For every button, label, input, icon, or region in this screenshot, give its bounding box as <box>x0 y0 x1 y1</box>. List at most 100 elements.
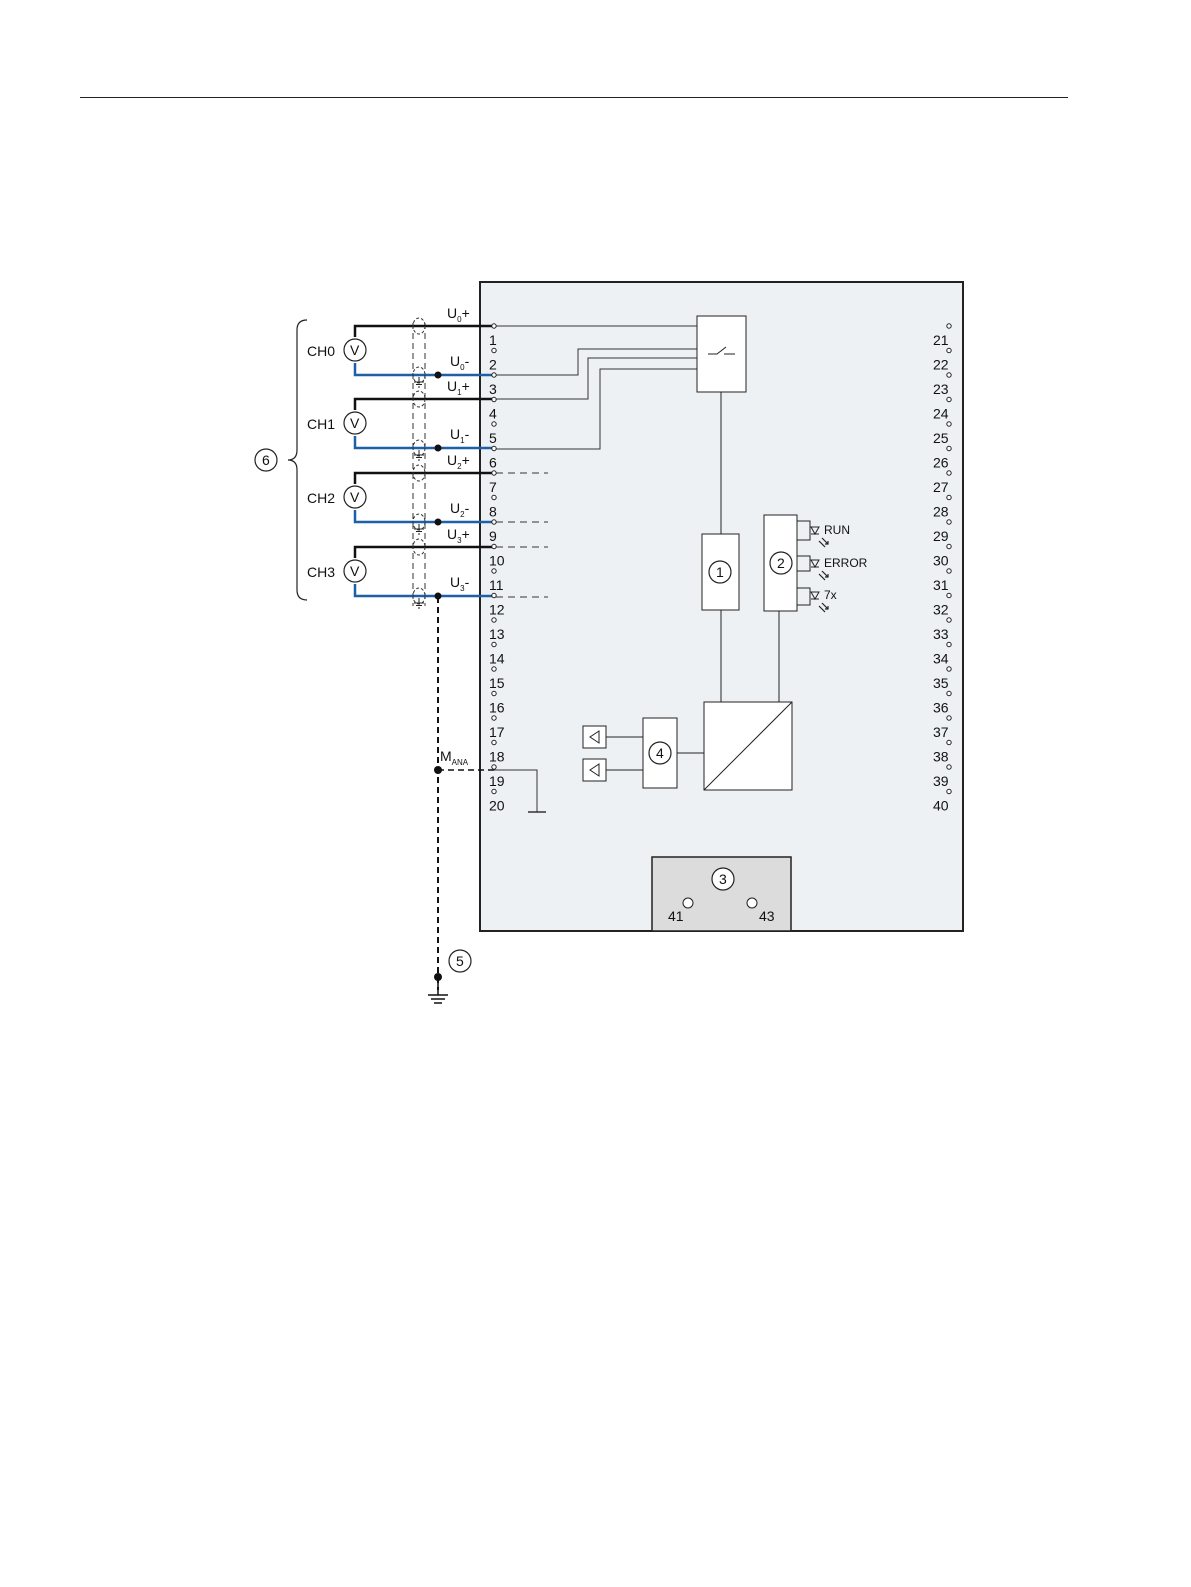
minus-junction-dot <box>435 519 442 526</box>
terminal-43-circle <box>747 898 757 908</box>
left-terminal-label: 2 <box>489 357 497 373</box>
channel-plus-label: U3+ <box>447 526 470 545</box>
terminal-43-label: 43 <box>759 908 775 924</box>
left-terminal-14 <box>492 642 496 646</box>
right-terminal-label: 25 <box>933 430 949 446</box>
left-terminal-label: 13 <box>489 626 505 642</box>
minus-junction-dot <box>435 372 442 379</box>
right-terminal-26 <box>947 446 951 450</box>
svg-text:3: 3 <box>719 871 727 887</box>
minus-junction-dot <box>435 593 442 600</box>
shield-ground-icon <box>414 524 424 534</box>
right-terminal-label: 32 <box>933 602 949 618</box>
svg-text:2: 2 <box>777 555 785 571</box>
callout-6: 6 <box>255 449 277 471</box>
left-terminal-12 <box>492 593 496 597</box>
led-label: ERROR <box>824 556 868 570</box>
right-terminal-label: 26 <box>933 455 949 471</box>
left-terminal-9 <box>492 520 496 524</box>
minus-junction-dot <box>435 445 442 452</box>
right-terminal-label: 33 <box>933 626 949 642</box>
right-terminal-37 <box>947 716 951 720</box>
mana-label: MANA <box>440 748 469 767</box>
channel-1-wiring: VCH1U1+U1- <box>307 378 494 460</box>
channel-minus-label: U1- <box>450 426 470 445</box>
left-terminal-15 <box>492 667 496 671</box>
left-terminal-11 <box>492 569 496 573</box>
channel-label: CH0 <box>307 343 335 359</box>
left-terminal-1 <box>492 324 496 328</box>
left-terminal-label: 18 <box>489 749 505 765</box>
left-terminal-label: 5 <box>489 430 497 446</box>
right-terminal-28 <box>947 495 951 499</box>
channel-minus-label: U0- <box>450 353 470 372</box>
right-terminal-label: 31 <box>933 577 949 593</box>
right-terminal-label: 21 <box>933 332 949 348</box>
right-terminal-32 <box>947 593 951 597</box>
callout-5: 5 <box>449 950 471 972</box>
left-terminal-16 <box>492 691 496 695</box>
terminal-41-label: 41 <box>668 908 684 924</box>
channel-label: CH3 <box>307 564 335 580</box>
channel-wiring: V CH0 U0+ U0- VCH1U1+U1-VCH2U2+U2- V CH3 U3+ U3- <box>307 305 494 608</box>
channel-minus-label: U3- <box>450 574 470 593</box>
right-terminal-label: 34 <box>933 651 949 667</box>
mana-junction-dot <box>434 766 442 774</box>
amplifier-2 <box>583 759 606 781</box>
earth-ground-icon <box>428 977 448 1003</box>
right-terminal-40 <box>947 789 951 793</box>
channel-label: CH2 <box>307 490 335 506</box>
terminal-41-circle <box>683 898 693 908</box>
left-terminal-20 <box>492 789 496 793</box>
left-terminal-label: 17 <box>489 724 505 740</box>
voltmeter-label: V <box>350 415 360 431</box>
right-terminal-label: 39 <box>933 773 949 789</box>
right-terminal-21 <box>947 324 951 328</box>
callout-4: 4 <box>649 742 671 764</box>
left-terminal-label: 3 <box>489 381 497 397</box>
left-terminal-7 <box>492 471 496 475</box>
multiplexer-block <box>697 316 746 392</box>
right-terminal-38 <box>947 740 951 744</box>
right-terminal-35 <box>947 667 951 671</box>
left-terminal-label: 1 <box>489 332 497 348</box>
channel-plus-label: U0+ <box>447 305 470 324</box>
right-terminal-34 <box>947 642 951 646</box>
right-terminal-label: 38 <box>933 749 949 765</box>
right-terminal-36 <box>947 691 951 695</box>
svg-text:6: 6 <box>262 452 270 468</box>
channel-minus-label: U2- <box>450 500 470 519</box>
callout-3: 3 <box>712 868 734 890</box>
left-terminal-label: 11 <box>489 577 504 593</box>
right-terminal-22 <box>947 348 951 352</box>
left-terminal-13 <box>492 618 496 622</box>
left-terminal-5 <box>492 422 496 426</box>
callout-1: 1 <box>709 561 731 583</box>
right-terminal-31 <box>947 569 951 573</box>
channel-group-brace <box>288 320 307 600</box>
left-terminal-label: 10 <box>489 553 505 569</box>
shield-ground-icon <box>414 598 424 608</box>
left-terminal-label: 16 <box>489 700 505 716</box>
left-terminal-label: 20 <box>489 798 505 814</box>
left-terminal-label: 8 <box>489 504 497 520</box>
right-terminal-label: 22 <box>933 357 949 373</box>
right-terminal-label: 28 <box>933 504 949 520</box>
right-terminal-label: 23 <box>933 381 949 397</box>
left-terminal-label: 14 <box>489 651 505 667</box>
left-terminal-2 <box>492 348 496 352</box>
left-terminal-10 <box>492 544 496 548</box>
right-terminal-label: 36 <box>933 700 949 716</box>
right-terminal-label: 24 <box>933 406 949 422</box>
svg-text:1: 1 <box>716 564 724 580</box>
voltmeter-label: V <box>350 342 360 358</box>
left-terminal-label: 19 <box>489 773 505 789</box>
left-terminal-label: 15 <box>489 675 505 691</box>
callout-2: 2 <box>770 552 792 574</box>
right-terminal-label: 37 <box>933 724 949 740</box>
right-terminal-30 <box>947 544 951 548</box>
right-terminal-29 <box>947 520 951 524</box>
left-terminal-6 <box>492 446 496 450</box>
